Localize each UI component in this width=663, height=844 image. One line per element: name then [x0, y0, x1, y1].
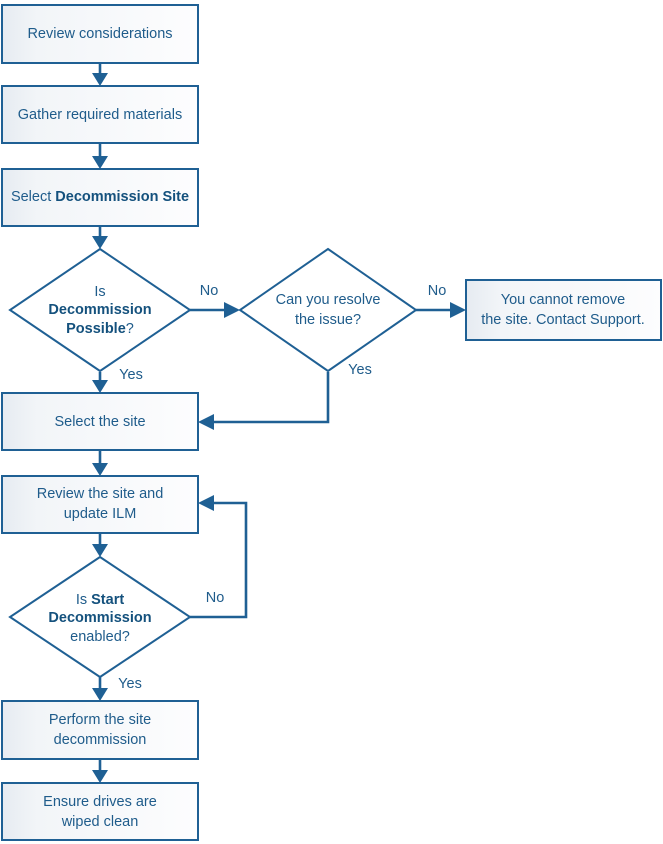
svg-text:Review considerations: Review considerations: [27, 26, 172, 42]
select-decommission-site-label-bold: Decommission Site: [55, 189, 189, 205]
svg-text:You cannot remove: You cannot remove: [501, 292, 625, 308]
review-ilm-line1: Review the site and: [37, 486, 164, 502]
can-you-resolve-the-issue-diamond[interactable]: Can you resolve the issue?: [238, 247, 418, 373]
edge-perform-to-ensure-wiped: [92, 760, 108, 783]
gather-required-materials-box[interactable]: Gather required materials: [1, 85, 199, 144]
edge-label-no-decommission-possible: No: [200, 283, 219, 299]
is-decommission-possible-line3-q: ?: [126, 321, 134, 337]
select-the-site-label: Select the site: [54, 414, 145, 430]
select-decommission-site-label-prefix: Select: [11, 189, 55, 205]
svg-text:Is: Is: [94, 284, 105, 300]
svg-text:Perform the site: Perform the site: [49, 712, 151, 728]
can-you-resolve-line2: the issue?: [295, 312, 361, 328]
start-enabled-line1-bold: Start: [91, 592, 124, 608]
review-site-update-ilm-box[interactable]: Review the site and update ILM: [1, 475, 199, 534]
edge-start-enabled-yes-to-perform: [92, 677, 108, 701]
is-decommission-possible-line1: Is: [94, 284, 105, 300]
svg-text:the issue?: the issue?: [295, 312, 361, 328]
ensure-drives-wiped-clean-box[interactable]: Ensure drives are wiped clean: [1, 782, 199, 841]
edge-label-no-start-decommission: No: [206, 590, 225, 606]
svg-text:Ensure drives are: Ensure drives are: [43, 794, 157, 810]
edge-resolve-no-to-cannot-remove: [416, 302, 466, 318]
edge-label-yes-can-you-resolve: Yes: [348, 362, 372, 378]
svg-text:Decommission: Decommission: [48, 302, 151, 318]
perform-decommission-line2: decommission: [54, 732, 147, 748]
perform-site-decommission-box[interactable]: Perform the site decommission: [1, 700, 199, 760]
edge-gather-to-select-decommission: [92, 143, 108, 169]
svg-text:Gather required materials: Gather required materials: [18, 107, 182, 123]
start-enabled-line1-prefix: Is: [76, 592, 91, 608]
start-enabled-line2: Decommission: [48, 610, 151, 626]
svg-text:Is Start: Is Start: [76, 592, 125, 608]
svg-text:Decommission: Decommission: [48, 610, 151, 626]
edge-select-site-to-review-ilm: [92, 451, 108, 476]
is-decommission-possible-diamond[interactable]: Is Decommission Possible?: [8, 247, 192, 373]
svg-text:Possible?: Possible?: [66, 321, 134, 337]
review-ilm-line2: update ILM: [64, 506, 137, 522]
is-decommission-possible-line3: Possible: [66, 321, 126, 337]
svg-text:enabled?: enabled?: [70, 629, 130, 645]
is-start-decommission-enabled-diamond[interactable]: Is Start Decommission enabled?: [8, 555, 192, 679]
gather-required-materials-label: Gather required materials: [18, 107, 182, 123]
ensure-wiped-line1: Ensure drives are: [43, 794, 157, 810]
edge-select-decommission-to-possible: [92, 226, 108, 249]
edge-label-no-can-you-resolve: No: [428, 283, 447, 299]
start-enabled-line3: enabled?: [70, 629, 130, 645]
cannot-remove-site-box[interactable]: You cannot remove the site. Contact Supp…: [465, 279, 662, 341]
svg-text:the site. Contact Support.: the site. Contact Support.: [481, 312, 645, 328]
edge-review-to-gather: [92, 63, 108, 86]
edge-possible-yes-to-select-site: [92, 372, 108, 393]
ensure-wiped-line2: wiped clean: [61, 814, 139, 830]
edge-possible-no-to-resolve: [190, 302, 240, 318]
review-considerations-label: Review considerations: [27, 26, 172, 42]
select-the-site-box[interactable]: Select the site: [1, 392, 199, 451]
edge-label-yes-start-decommission: Yes: [118, 676, 142, 692]
svg-text:Review the site and: Review the site and: [37, 486, 164, 502]
svg-text:update ILM: update ILM: [64, 506, 137, 522]
review-considerations-box[interactable]: Review considerations: [1, 4, 199, 64]
edge-start-enabled-no-loop: [190, 495, 248, 619]
is-decommission-possible-line2: Decommission: [48, 302, 151, 318]
can-you-resolve-line1: Can you resolve: [276, 292, 381, 308]
svg-text:wiped clean: wiped clean: [61, 814, 139, 830]
cannot-remove-line1: You cannot remove: [501, 292, 625, 308]
svg-text:Can you resolve: Can you resolve: [276, 292, 381, 308]
svg-text:Select Decommission Site: Select Decommission Site: [11, 189, 189, 205]
perform-decommission-line1: Perform the site: [49, 712, 151, 728]
edge-review-ilm-to-start-enabled: [92, 534, 108, 557]
svg-text:decommission: decommission: [54, 732, 147, 748]
cannot-remove-line2: the site. Contact Support.: [481, 312, 645, 328]
edge-label-yes-decommission-possible: Yes: [119, 367, 143, 383]
svg-text:Select the site: Select the site: [54, 414, 145, 430]
edge-resolve-yes-to-select-site: [198, 372, 330, 430]
select-decommission-site-box[interactable]: Select Decommission Site: [1, 168, 199, 227]
